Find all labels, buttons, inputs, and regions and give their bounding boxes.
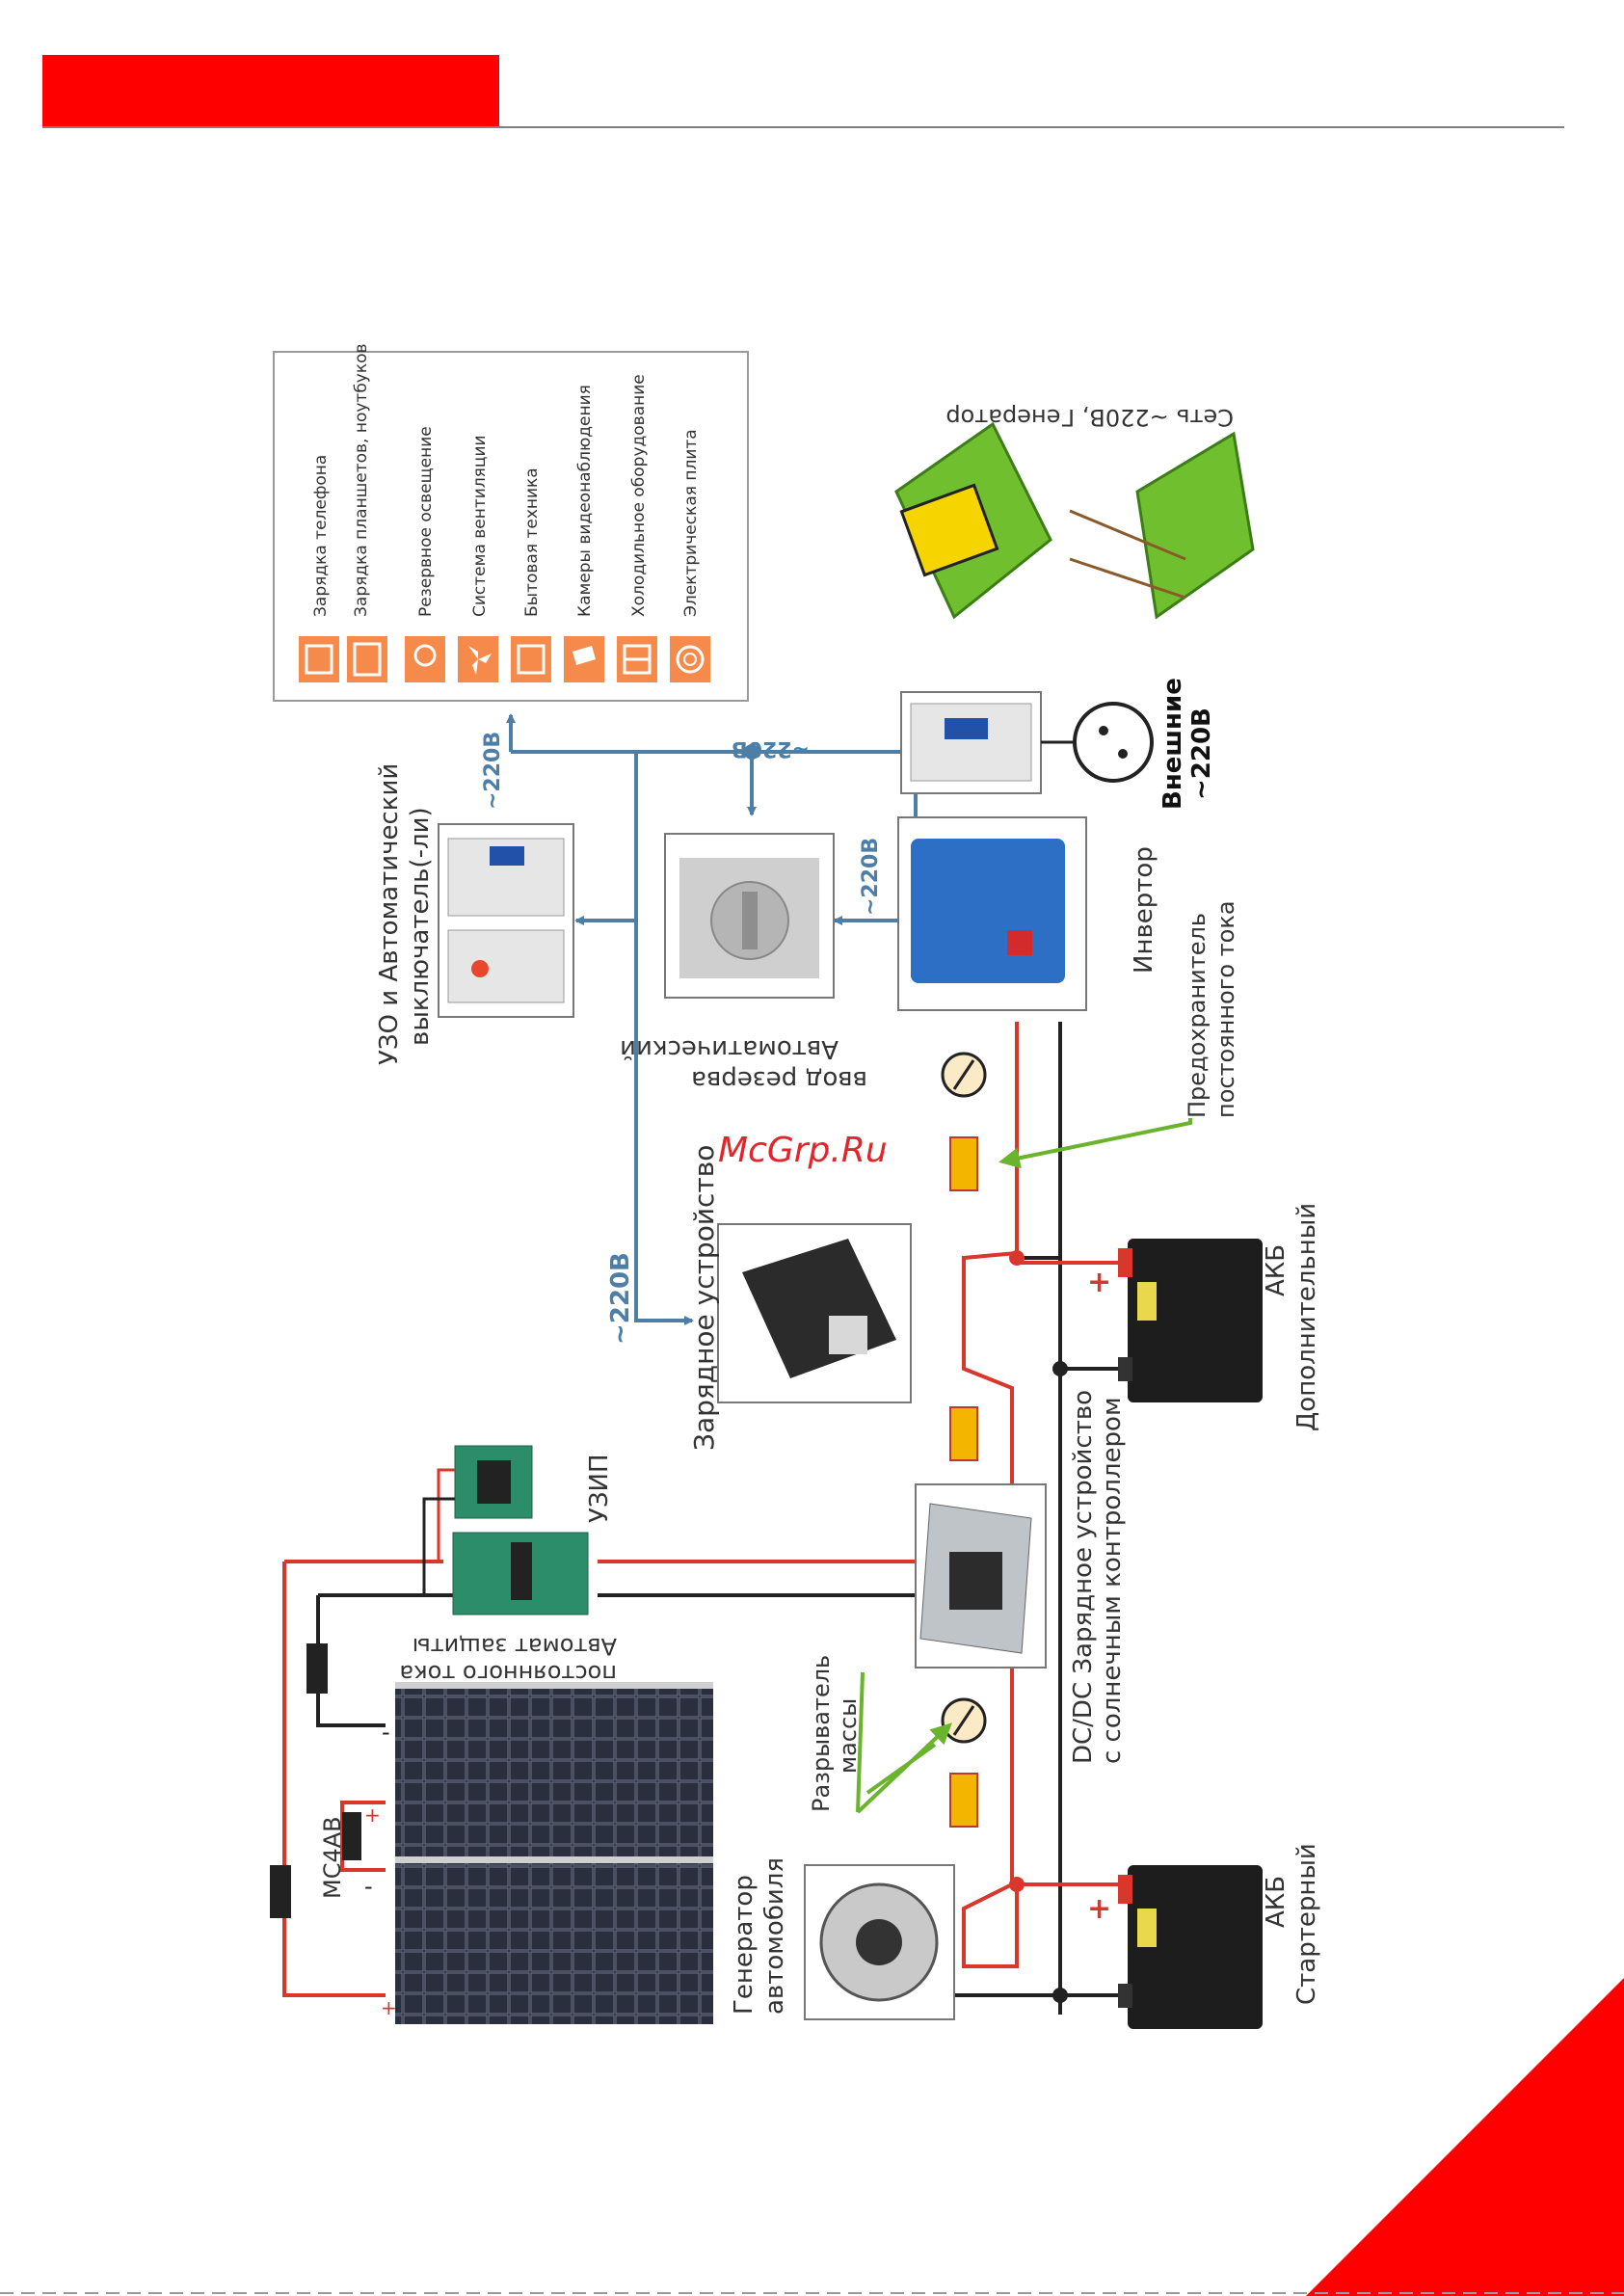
mc4-connector <box>342 1812 361 1860</box>
ac-wiring <box>506 713 1041 1325</box>
consumer-item: Резервное освещение <box>405 426 445 682</box>
consumer-label: Зарядка телефона <box>311 455 331 617</box>
consumer-label: Электрическая плита <box>681 429 701 617</box>
consumer-label: Резервное освещение <box>416 426 436 617</box>
battery-aux-label: АКБ Дополнительный <box>1262 1203 1321 1431</box>
consumer-item: Зарядка планшетов, ноутбуков <box>347 343 387 682</box>
consumer-label: Зарядка планшетов, ноутбуков <box>352 343 371 617</box>
inverter-label: Инвертор <box>1130 846 1158 974</box>
uzo-label: УЗО и Автоматический выключатель(-ли) <box>375 755 435 1065</box>
consumer-label: Бытовая техника <box>522 467 542 617</box>
battery-start <box>1118 1865 1263 2029</box>
battery-aux-plus: + <box>1087 1266 1111 1299</box>
appliance-icon <box>511 636 551 682</box>
ac-voltage-label: ~220В <box>732 736 810 761</box>
mc4-label: MC4AB <box>319 1816 346 1899</box>
solar-panel-2 <box>395 1855 713 2024</box>
dc-fuse-label: Предохранитель постоянного тока <box>1184 900 1239 1118</box>
disconnect-label: Разрыватель массы <box>808 1647 862 1812</box>
inverter-device <box>911 839 1065 983</box>
consumer-item: Электрическая плита <box>670 429 710 682</box>
dc-fuse-lower <box>949 1773 978 1828</box>
grid-generator-label: Сеть ~220В, Генератор <box>945 404 1234 431</box>
battery-aux <box>1118 1239 1263 1402</box>
ac-voltage-label: ~220В <box>859 838 883 916</box>
charger-label: Зарядное устройство <box>688 1145 720 1451</box>
bottom-dashed-line <box>0 2292 1624 2294</box>
external-ac-label: Внешние ~220В <box>1158 669 1216 810</box>
dc-breaker-label: Автомат защиты постоянного тока <box>399 1633 617 1687</box>
dcdc-label: DC/DC Зарядное устройство с солнечным ко… <box>1069 1382 1127 1764</box>
uzip-label: УЗИП <box>585 1454 614 1523</box>
ac-voltage-label: ~220В <box>481 732 505 810</box>
consumer-label: Камеры видеонаблюдения <box>575 385 595 617</box>
alternator-label: Генератор автомобиля <box>730 1857 789 2015</box>
consumer-item: Система вентиляции <box>458 435 498 682</box>
solar-minus: - <box>364 1873 373 1900</box>
corner-red-triangle <box>1306 1978 1624 2296</box>
consumer-item: Зарядка телефона <box>299 455 339 682</box>
rcd-device <box>447 929 565 1003</box>
battery-start-plus: + <box>1087 1892 1111 1926</box>
stove-icon <box>670 636 710 682</box>
dc-fuse-upper <box>949 1136 978 1191</box>
consumer-item: Камеры видеонаблюдения <box>564 385 604 682</box>
solar-minus: - <box>382 1719 390 1746</box>
consumer-item: Бытовая техника <box>511 467 551 682</box>
mc4-connector <box>306 1643 328 1694</box>
dc-fuse-middle <box>949 1406 978 1461</box>
grid-illustration <box>1135 431 1255 620</box>
header-red-bar <box>42 55 499 127</box>
ats-label: Автоматический ввод резерва <box>612 1034 867 1094</box>
solar-plus: + <box>381 1996 397 2019</box>
socket-icon <box>1073 702 1154 783</box>
phone-icon <box>299 636 339 682</box>
header-divider <box>42 126 1564 128</box>
ac-voltage-label: ~220В <box>606 1252 635 1345</box>
solar-plus: + <box>364 1803 381 1827</box>
consumer-label: Система вентиляции <box>470 435 490 617</box>
consumer-label: Холодильное оборудование <box>629 374 649 617</box>
bulb-icon <box>405 636 445 682</box>
mc4-connector <box>270 1865 291 1918</box>
solar-panel-1 <box>395 1687 713 1880</box>
watermark: McGrp.Ru <box>718 1131 888 1170</box>
consumer-list: Зарядка телефона Зарядка планшетов, ноут… <box>299 343 710 682</box>
consumer-item: Холодильное оборудование <box>617 374 657 682</box>
fuse-pointer-arrow <box>998 1118 1192 1169</box>
